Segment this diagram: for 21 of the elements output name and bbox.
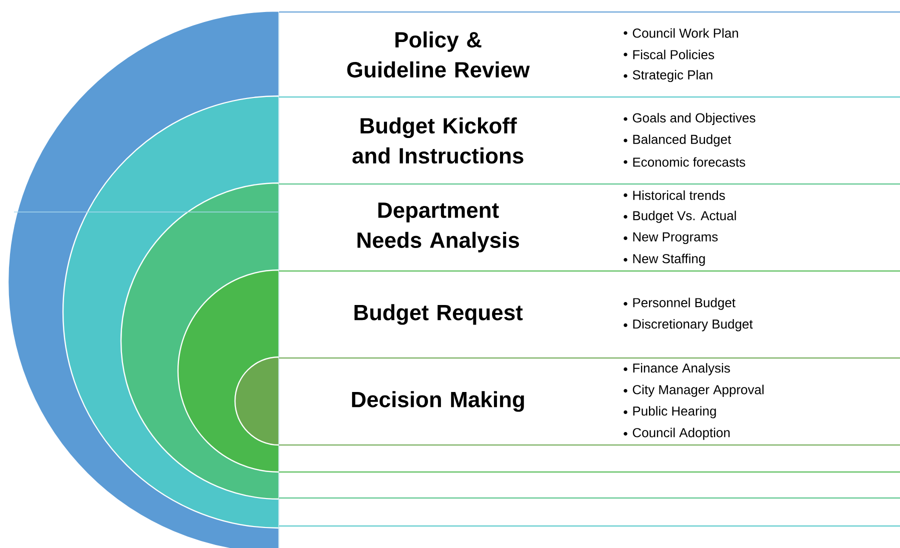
stage-title: Policy & Guideline Review bbox=[347, 31, 530, 78]
bullet-item: City Manager Approval bbox=[632, 384, 764, 397]
bullet-item: Goals and Objectives bbox=[632, 112, 756, 126]
bullet-item: New Programs bbox=[633, 232, 718, 244]
stage-title: Decision Making bbox=[352, 391, 524, 412]
bullet-item: Finance Analysis bbox=[633, 363, 730, 376]
bullet-item: Council Adoption bbox=[632, 428, 730, 440]
stage-title: Budget Kickoff and Instructions bbox=[352, 117, 524, 164]
bullet-item: Economic forecasts bbox=[633, 157, 746, 167]
bullet-item: Personnel Budget bbox=[633, 298, 736, 310]
bullet-item: Public Hearing bbox=[633, 406, 716, 418]
bullet-item: Historical trends bbox=[633, 190, 725, 200]
bullet-item: Council Work Plan bbox=[632, 28, 738, 38]
bullet-item: Strategic Plan bbox=[632, 70, 712, 82]
bullet-item: New Staffing bbox=[633, 254, 705, 266]
stage-title: Budget Request bbox=[354, 304, 523, 325]
bullet-item: Discretionary Budget bbox=[633, 319, 753, 332]
stage-title: Department Needs Analysis bbox=[358, 202, 520, 252]
bullet-item: Budget Vs. Actual bbox=[633, 210, 736, 223]
bullet-item: Balanced Budget bbox=[633, 134, 732, 147]
bullet-item: Fiscal Policies bbox=[633, 50, 714, 60]
